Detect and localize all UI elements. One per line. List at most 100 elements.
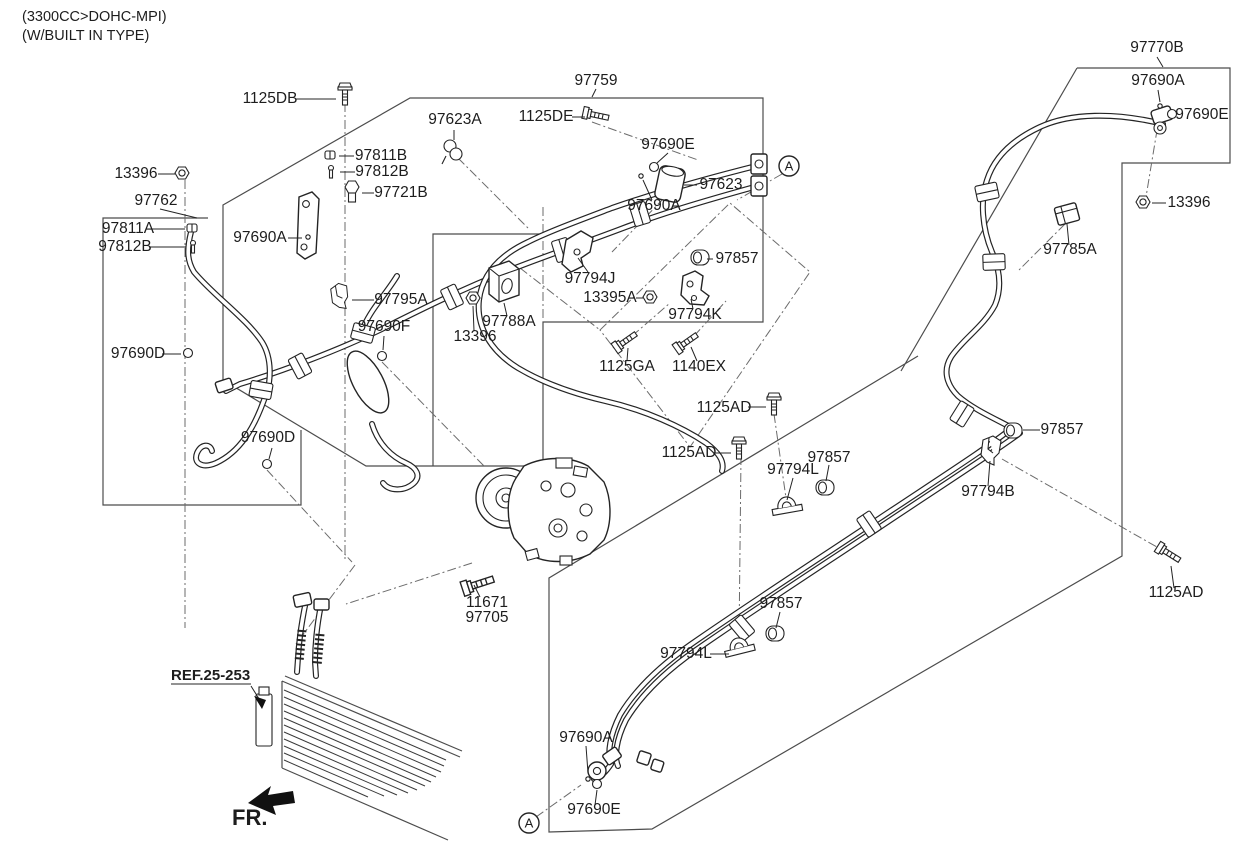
compressor-illustration xyxy=(475,457,611,566)
part-label-97812B-b: 97812B xyxy=(355,163,408,180)
small-valve-icon xyxy=(189,239,197,254)
engine-spec-title: (3300CC>DOHC-MPI) xyxy=(22,9,167,25)
part-label-97690E-b: 97690E xyxy=(567,801,620,818)
bolt-icon xyxy=(1153,540,1184,566)
right-section-box xyxy=(548,67,1231,833)
part-label-13396-r: 13396 xyxy=(1167,194,1210,211)
bracket-hole xyxy=(300,243,308,251)
elbow-flange-hole xyxy=(592,766,602,776)
nut-icon xyxy=(174,166,190,180)
build-type-title: (W/BUILT IN TYPE) xyxy=(22,28,149,44)
bracket-icon xyxy=(561,230,594,273)
clamp-icon xyxy=(441,139,463,165)
part-label-97690E-tr: 97690E xyxy=(1175,106,1228,123)
bracket-hole xyxy=(302,200,310,208)
part-label-97811B: 97811B xyxy=(355,147,407,164)
oring-small-icon xyxy=(585,776,591,782)
nut-icon xyxy=(465,291,481,305)
grommet-icon xyxy=(1003,422,1023,439)
fr-direction-arrow xyxy=(248,786,295,815)
part-label-1140EX: 1140EX xyxy=(672,358,727,375)
grommet-icon xyxy=(815,479,835,496)
section-outlines xyxy=(102,67,1231,833)
port-hole xyxy=(754,181,764,191)
part-label-97795A: 97795A xyxy=(374,291,428,308)
part-label-97623: 97623 xyxy=(699,176,742,193)
part-label-1125AD-2: 1125AD xyxy=(662,444,717,461)
part-label-97794B: 97794B xyxy=(961,483,1014,500)
cap-icon xyxy=(324,150,336,160)
oring-small-icon xyxy=(638,173,644,179)
pipe-clip xyxy=(650,758,665,773)
label-leaders xyxy=(149,56,1175,806)
part-label-1125DE: 1125DE xyxy=(519,108,574,125)
section-marker-circle xyxy=(778,155,800,177)
charge-valve-icon xyxy=(344,180,360,203)
bolt-icon xyxy=(766,392,782,416)
part-label-13396-c: 13396 xyxy=(453,328,496,345)
bellows xyxy=(287,351,313,381)
section-marker-label: A xyxy=(785,159,794,174)
part-label-97857-m: 97857 xyxy=(807,449,850,466)
part-label-97770B: 97770B xyxy=(1130,39,1183,56)
cap-icon xyxy=(186,223,198,233)
part-label-97721B: 97721B xyxy=(374,184,427,201)
port-hole xyxy=(754,159,764,169)
elbow-port-hole xyxy=(1157,125,1163,131)
part-label-97690A-tr: 97690A xyxy=(1131,72,1185,89)
part-label-97690A-c: 97690A xyxy=(627,197,681,214)
part-label-97785A: 97785A xyxy=(1043,241,1097,258)
part-label-97788A: 97788A xyxy=(482,313,536,330)
pipe-bracket-icon xyxy=(769,493,804,516)
part-label-97762: 97762 xyxy=(134,192,177,209)
nut-icon xyxy=(642,290,658,304)
fitting-nut-icon xyxy=(1053,202,1081,226)
pipe-clip xyxy=(636,750,652,766)
elbow-block xyxy=(602,746,622,766)
main-assembly-box xyxy=(222,97,764,467)
bolt-icon xyxy=(610,328,640,355)
part-label-13395A: 13395A xyxy=(583,289,637,306)
part-label-97811A: 97811A xyxy=(102,220,155,237)
grommet-icon xyxy=(690,249,710,266)
bolt-icon xyxy=(731,436,747,460)
small-parts xyxy=(174,82,1184,790)
oring-icon xyxy=(591,778,603,790)
part-label-1125AD-1: 1125AD xyxy=(697,399,752,416)
mount-bracket xyxy=(296,191,320,260)
left-hose-box xyxy=(102,217,302,506)
oring-icon xyxy=(182,347,194,359)
part-label-97794L-b: 97794L xyxy=(660,645,712,662)
nut-icon xyxy=(1135,195,1151,209)
bellows xyxy=(982,253,1006,271)
receiver-drier-icon xyxy=(654,165,686,203)
bellows xyxy=(248,379,274,401)
ref-arrowhead xyxy=(254,696,266,709)
part-label-1125AD-br: 1125AD xyxy=(1149,584,1204,601)
bolt-icon xyxy=(671,329,701,356)
part-label-97690E-c: 97690E xyxy=(641,136,694,153)
bellows xyxy=(974,181,1000,203)
insulator-block-icon xyxy=(488,260,520,303)
part-label-97705: 97705 xyxy=(465,609,508,626)
part-label-97794L-m: 97794L xyxy=(767,461,819,478)
part-label-97690D-2: 97690D xyxy=(241,429,295,446)
part-label-11671: 11671 xyxy=(466,594,508,611)
part-label-13396-tl: 13396 xyxy=(114,165,157,182)
oring-small-icon xyxy=(1157,103,1163,109)
bracket-icon xyxy=(680,270,710,306)
part-labels: 13396 97762 97811A 97812B 97690D 97690D 1125DB… xyxy=(98,39,1228,818)
part-label-97690D-1: 97690D xyxy=(111,345,165,362)
part-label-1125DB: 1125DB xyxy=(243,90,298,107)
pipe-clip-icon xyxy=(327,281,353,312)
part-label-97857-r: 97857 xyxy=(1040,421,1083,438)
bolt-icon xyxy=(581,105,611,125)
inner-box xyxy=(432,233,543,466)
pipe-right-assembly xyxy=(606,112,1166,767)
ref-link: REF.25-253 xyxy=(171,667,250,684)
grommet-icon xyxy=(765,625,785,642)
part-label-97690F: 97690F xyxy=(358,318,411,335)
assembly-details xyxy=(214,105,1174,781)
